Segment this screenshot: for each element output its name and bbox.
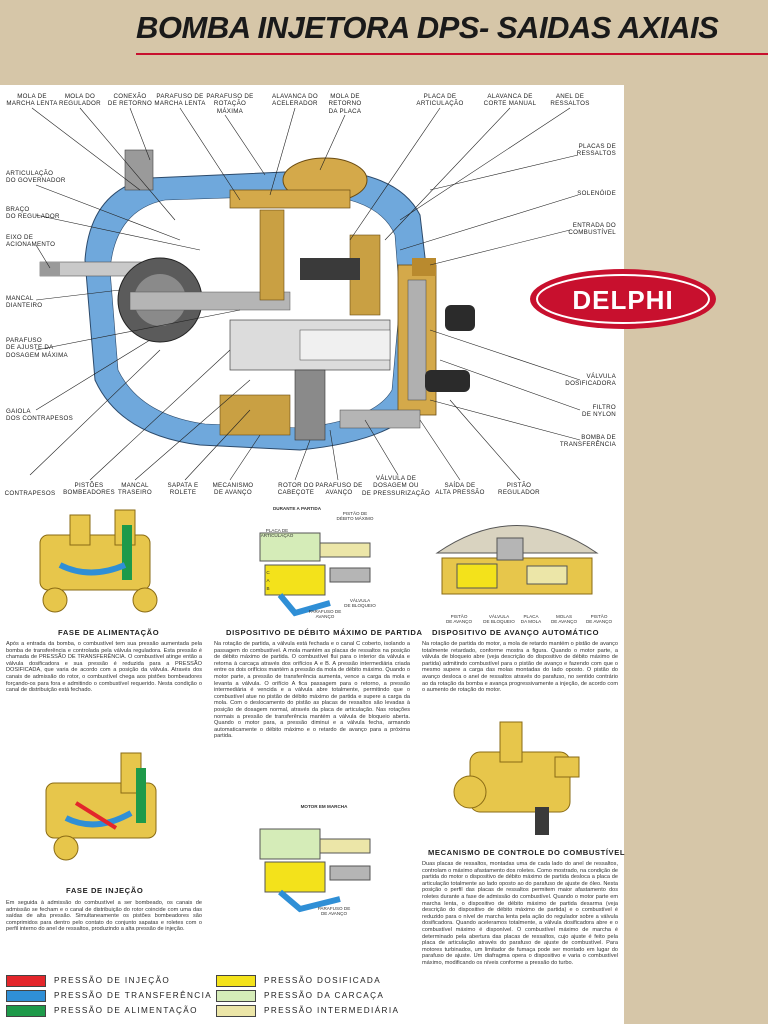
fig-label-c: C — [266, 570, 270, 575]
label-placas-ressaltos: PLACAS DE RESSALTOS — [576, 143, 616, 158]
text-debito-maximo: Na rotação de partida, a válvula está fe… — [214, 641, 410, 740]
label-mancal-dianteiro: MANCAL DIANTEIRO — [6, 295, 43, 310]
label-eixo-acionamento: EIXO DE ACIONAMENTO — [6, 234, 56, 249]
label-valvula-dosificadora: VÁLVULA DOSIFICADORA — [565, 373, 616, 388]
label-pistoes-bombeadores: PISTÕES BOMBEADORES — [63, 482, 115, 497]
label-alavanca-acelerador: ALAVANCA DO ACELERADOR — [271, 93, 319, 108]
legend-swatch — [6, 975, 46, 987]
legend-label: PRESSÃO DE ALIMENTAÇÃO — [54, 1006, 198, 1015]
heading-controle-combustivel: MECANISMO DE CONTROLE DO COMBUSTÍVEL — [428, 848, 626, 857]
text-fase-alimentacao: Após a entrada da bomba, o combustível t… — [6, 641, 202, 694]
heading-avanco-automatico: DISPOSITIVO DE AVANÇO AUTOMÁTICO — [432, 628, 600, 637]
heading-fase-alimentacao: FASE DE ALIMENTAÇÃO — [58, 628, 160, 637]
label-valvula-dosagem: VÁLVULA DE DOSAGEM OU DE PRESSURIZAÇÃO — [362, 475, 431, 497]
label-anel-ressaltos: ANEL DE RESSALTOS — [550, 93, 590, 108]
legend-item-carcaca: PRESSÃO DA CARCAÇA — [216, 990, 416, 1002]
legend-item-transferencia: PRESSÃO DE TRANSFERÊNCIA — [6, 990, 211, 1002]
legend-swatch — [6, 990, 46, 1002]
fig-alimentacao — [39, 509, 158, 613]
label-mola-marcha-lenta: MOLA DE MARCHA LENTA — [6, 93, 58, 108]
heading-debito-maximo: DISPOSITIVO DE DÉBITO MÁXIMO DE PARTIDA — [226, 628, 423, 637]
fig-label-a: A — [266, 578, 270, 583]
text-controle-combustivel: Duas placas de ressaltos, montadas uma d… — [422, 861, 618, 966]
label-braco-regulador: BRAÇO DO REGULADOR — [6, 206, 60, 221]
legend-label: PRESSÃO INTERMEDIÁRIA — [264, 1006, 400, 1015]
fig-label-pistao-avanco-2: PISTÃO DE AVANÇO — [585, 614, 613, 625]
label-parafuso-avanco: PARAFUSO DE AVANÇO — [315, 482, 363, 497]
caption-motor-em-marcha: MOTOR EM MARCHA — [300, 804, 348, 809]
legend-swatch — [6, 1005, 46, 1017]
label-conexao-retorno: CONEXÃO DE RETORNO — [107, 93, 153, 108]
label-mola-regulador: MOLA DO REGULADOR — [59, 93, 101, 108]
title-underline — [136, 53, 768, 55]
legend-swatch — [216, 1005, 256, 1017]
page-title: BOMBA INJETORA DPS- SAIDAS AXIAIS — [136, 10, 719, 45]
brand-name: DELPHI — [572, 285, 674, 315]
fig-label-placa-articulacao: PLACA DE ARTICULAÇÃO — [260, 528, 294, 539]
fig-avanco-automatico — [435, 525, 599, 595]
label-alavanca-corte-manual: ALAVANCA DE CORTE MANUAL — [483, 93, 537, 108]
label-placa-articulacao: PLACA DE ARTICULAÇÃO — [416, 93, 464, 108]
legend-label: PRESSÃO DE INJEÇÃO — [54, 976, 171, 985]
fig-controle-combustivel — [453, 721, 580, 835]
label-mola-retorno-placa: MOLA DE RETORNO DA PLACA — [328, 93, 362, 115]
fig-label-b: B — [266, 586, 270, 591]
fig-label-valvula-bloqueio-2: VÁLVULA DE BLOQUEIO — [483, 614, 515, 625]
label-mecanismo-avanco: MECANISMO DE AVANÇO — [212, 482, 254, 497]
fig-injecao — [45, 752, 157, 861]
label-sapata-rolete: SAPATA E ROLETE — [167, 482, 199, 497]
label-pistao-regulador: PISTÃO REGULADOR — [498, 482, 540, 497]
label-mancal-traseiro: MANCAL TRASEIRO — [117, 482, 153, 497]
label-contrapesos: CONTRAPESOS — [4, 490, 56, 497]
label-solenoide: SOLENÓIDE — [577, 190, 616, 197]
label-bomba-transferencia: BOMBA DE TRANSFERÊNCIA — [559, 434, 616, 449]
label-parafuso-rotacao-maxima: PARAFUSO DE ROTAÇÃO MÁXIMA — [206, 93, 254, 115]
label-rotor-cabecote: ROTOR DO CABEÇOTE — [277, 482, 315, 497]
delphi-logo: DELPHI — [528, 268, 718, 330]
caption-durante-partida: DURANTE A PARTIDA — [272, 506, 322, 511]
legend-swatch — [216, 975, 256, 987]
text-fase-injecao: Em seguida à admissão do combustível a s… — [6, 900, 202, 933]
fig-debito-maximo — [259, 532, 371, 617]
legend-item-intermediaria: PRESSÃO INTERMEDIÁRIA — [216, 1005, 416, 1017]
legend-label: PRESSÃO DA CARCAÇA — [264, 991, 385, 1000]
legend-item-injecao: PRESSÃO DE INJEÇÃO — [6, 975, 206, 987]
fig-label-pistao-avanco: PISTÃO DE AVANÇO — [445, 614, 473, 625]
heading-fase-injecao: FASE DE INJEÇÃO — [66, 886, 144, 895]
text-avanco-automatico: Na rotação de partida do motor, a mola d… — [422, 641, 618, 694]
label-articulacao-governador: ARTICULAÇÃO DO GOVERNADOR — [6, 170, 66, 185]
label-parafuso-marcha-lenta: PARAFUSO DE MARCHA LENTA — [154, 93, 206, 108]
label-filtro-nylon: FILTRO DE NYLON — [581, 404, 616, 419]
fig-motor-marcha — [259, 828, 371, 913]
fig-label-molas-avanco: MOLAS DE AVANÇO — [550, 614, 578, 625]
label-saida-alta-pressao: SAÍDA DE ALTA PRESSÃO — [435, 482, 485, 497]
fig-label-valvula-bloqueio: VÁLVULA DE BLOQUEIO — [344, 598, 376, 609]
legend-item-dosificada: PRESSÃO DOSIFICADA — [216, 975, 416, 987]
label-entrada-combustivel: ENTRADA DO COMBUSTÍVEL — [568, 222, 616, 237]
legend-item-alimentacao: PRESSÃO DE ALIMENTAÇÃO — [6, 1005, 206, 1017]
fig-label-pistao-debito: PISTÃO DE DÉBITO MÁXIMO — [336, 511, 374, 522]
delphi-logo-oval — [530, 269, 716, 329]
fig-label-parafuso-de-avanco: PARAFUSO DE DE AVANÇO — [317, 906, 351, 917]
fig-label-parafuso-avanco: PARAFUSO DE AVANÇO — [308, 609, 342, 620]
label-parafuso-ajuste-dosagem: PARAFUSO DE AJUSTE DA DOSAGEM MÁXIMA — [6, 337, 68, 359]
legend-label: PRESSÃO DOSIFICADA — [264, 976, 382, 985]
label-gaiola-contrapesos: GAIOLA DOS CONTRAPESOS — [6, 408, 74, 423]
legend-label: PRESSÃO DE TRANSFERÊNCIA — [54, 991, 213, 1000]
fig-label-placa-mola: PLACA DA MOLA — [520, 614, 542, 625]
legend-swatch — [216, 990, 256, 1002]
